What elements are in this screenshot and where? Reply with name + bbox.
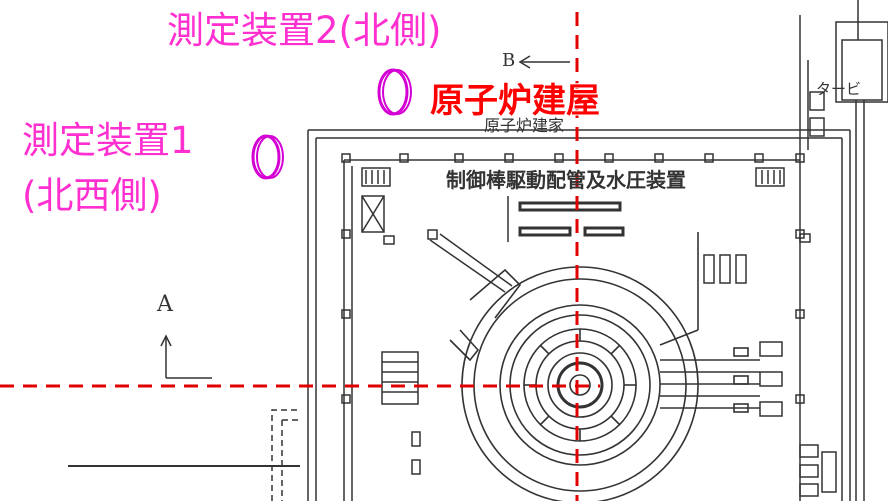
- device1-label: 測定装置1: [22, 119, 194, 162]
- crd-equipment-label: 制御棒駆動配管及水圧装置: [446, 168, 686, 192]
- view-arrow-b: [518, 55, 570, 69]
- reactor-building-title: 原子炉建屋: [430, 81, 600, 121]
- device1-marker: [251, 134, 284, 180]
- turbine-building-edge: [799, 0, 888, 501]
- device2-label: 測定装置2(北側): [167, 9, 442, 52]
- reactor-building-drawing-label: 原子炉建家: [484, 116, 565, 135]
- device2-marker: [377, 68, 412, 116]
- arrow-b-label: B: [502, 50, 516, 71]
- device1-location-label: (北西側): [22, 174, 162, 217]
- reactor-building-walls: [271, 129, 851, 501]
- view-arrow-a: [160, 334, 212, 379]
- turbine-building-label: タービ: [816, 80, 862, 98]
- arrow-a-label: A: [157, 292, 173, 317]
